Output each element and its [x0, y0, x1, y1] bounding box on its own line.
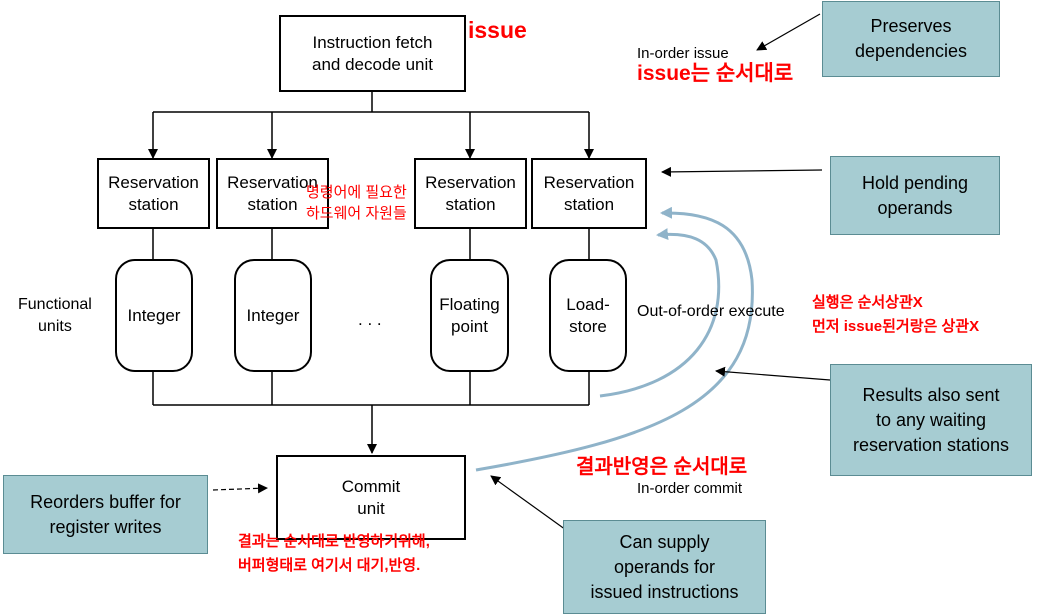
note-hold-pending-operands: Hold pending operands [830, 156, 1000, 235]
functional-unit-integer-2: Integer [234, 259, 312, 372]
annotation-issue: issue [468, 17, 527, 43]
annotation-commit-in-order: 결과반영은 순서대로 [576, 456, 748, 478]
note-preserves-dependencies: Preserves dependencies [822, 1, 1000, 77]
note-results-also-sent: Results also sent to any waiting reserva… [830, 364, 1032, 476]
note-supply-operands: Can supply operands for issued instructi… [563, 520, 766, 614]
reservation-station-4: Reservation station [531, 158, 647, 229]
annotation-execute-order: 실행은 순서상관X 먼저 issue된거랑은 상관X [812, 294, 980, 335]
feedback-curves [475, 206, 754, 472]
commit-unit-box: Commit unit [276, 455, 466, 540]
issue-bus [148, 92, 594, 159]
note-reorders-buffer: Reorders buffer for register writes [3, 475, 208, 554]
annotation-buffer-wait: 결과는 순서대로 반영하기위해, 버퍼형태로 여기서 대기,반영. [238, 533, 430, 574]
functional-unit-integer-1: Integer [115, 259, 193, 372]
reservation-station-1: Reservation station [97, 158, 210, 229]
annotation-issue-in-order: issue는 순서대로 [637, 62, 794, 85]
functional-units-ellipsis: . . . [358, 310, 382, 329]
instruction-fetch-decode-box: Instruction fetch and decode unit [279, 15, 466, 92]
rs-to-fu-lines [152, 229, 590, 259]
in-order-commit-label: In-order commit [637, 480, 743, 497]
functional-units-label: Functional units [18, 296, 92, 335]
reservation-station-3: Reservation station [414, 158, 527, 229]
functional-unit-floating-point: Floating point [430, 259, 509, 372]
reservation-station-2: Reservation station [216, 158, 329, 229]
out-of-order-execute-label: Out-of-order execute [637, 303, 785, 320]
functional-unit-load-store: Load- store [549, 259, 627, 372]
commit-bus [152, 372, 590, 454]
in-order-issue-label: In-order issue [637, 45, 729, 62]
annotation-hardware-resources: 명령어에 필요한 하드웨어 자원들 [306, 184, 407, 222]
